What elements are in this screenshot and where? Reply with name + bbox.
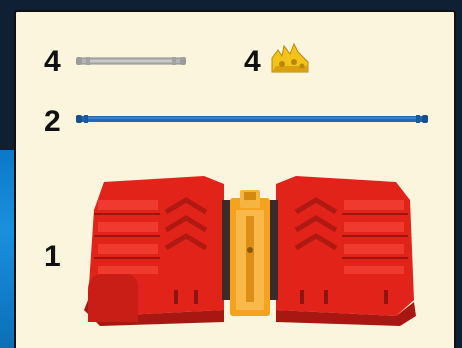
quantity-label: 4	[244, 47, 261, 77]
red-engine-block-part	[74, 170, 426, 330]
gray-axle-part	[76, 54, 186, 68]
parts-list-panel: 4 4 2 1	[14, 10, 456, 348]
yellow-connector-part	[268, 40, 310, 74]
quantity-label: 1	[44, 242, 61, 272]
blue-axle-part	[76, 113, 428, 125]
quantity-label: 2	[44, 107, 61, 137]
quantity-label: 4	[44, 47, 61, 77]
